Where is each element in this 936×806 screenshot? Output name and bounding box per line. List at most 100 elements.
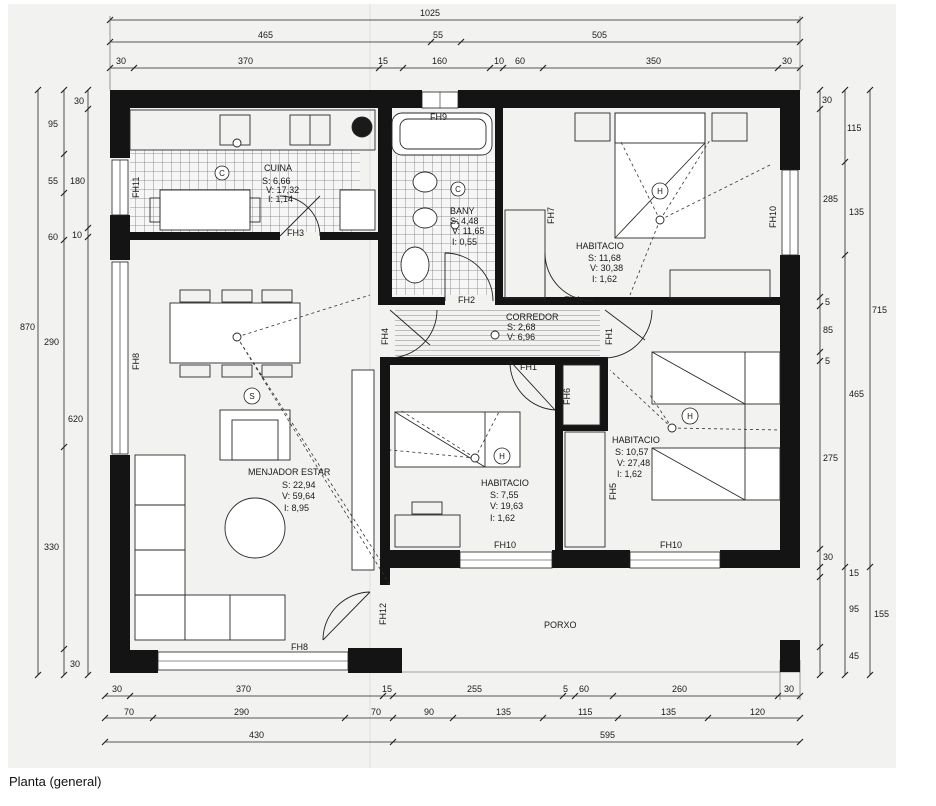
room-tag-menjador: S [249,392,254,401]
dim-bottom: 30 [784,684,794,694]
opening-label: FH9 [430,112,447,122]
dim-right: 465 [849,389,864,399]
dim-right-outer: 715 [872,305,887,315]
opening-label: FH8 [131,353,141,370]
room-volume-menjador: V: 59,64 [282,491,315,501]
kitchen-counter-top [129,109,376,151]
dimension-labels-left: 870 95 55 60 290 330 30 30 180 10 620 [20,96,85,669]
dim-bottom: 135 [661,707,676,717]
light-point [490,330,500,340]
wall-bed-bottom-mid [552,550,630,568]
dim-right: 5 [825,356,830,366]
bed-bedroom2-b [651,447,781,501]
opening-label: FH1 [520,362,537,372]
nightstand [711,112,748,142]
dim-bottom: 70 [124,707,134,717]
closet [562,364,601,426]
floor-plan: 1025 465 55 505 30 370 15 160 10 60 350 … [8,4,896,768]
dim-right: 30 [822,95,832,105]
room-light-hab3: I: 1,62 [490,513,515,523]
coffee-table [224,497,286,559]
armchair [219,409,291,461]
dim-left: 30 [70,659,80,669]
wall-bottom-mid [348,648,402,673]
toilet [412,207,438,229]
wall-bed3-top [380,357,600,365]
room-tag-bany: C [455,185,461,194]
light-point [667,423,677,433]
figure-caption: Planta (general) [9,774,102,789]
wall-bottom-right [720,550,800,568]
door-corridor-living [389,309,438,359]
dim-bottom: 5 [563,684,568,694]
wall-living-divider [380,365,390,585]
dim-right: 155 [874,609,889,619]
dim-bottom: 115 [578,707,592,717]
wall-bath-bottom [390,297,445,305]
dim-top: 15 [378,56,388,66]
wall-closet [600,357,608,427]
door-bedroom3 [509,360,556,411]
opening-label: FH4 [380,328,390,345]
light-point [232,332,242,342]
wall-kitchen-bottom [110,232,280,240]
wall-bottom-left [110,650,158,673]
light-points [232,138,677,463]
dimension-lines [37,19,871,743]
room-area-corredor: S: 2,68 [507,322,536,332]
room-tag-hab1: H [657,187,663,196]
room-name-hab1: HABITACIO [576,241,624,251]
dim-bottom: 60 [579,684,589,694]
room-volume-hab1: V: 30,38 [590,263,623,273]
room-area-hab1: S: 11,68 [588,253,621,263]
room-name-cuina: CUINA [264,163,292,173]
electrical-lines [236,139,781,586]
dim-right: 45 [849,651,859,661]
desk-bedroom1 [669,269,771,299]
room-name-porxo: PORXO [544,620,577,630]
dim-top: 370 [238,56,253,66]
dim-bottom: 30 [112,684,122,694]
dim-right: 275 [823,453,838,463]
dim-bottom: 90 [424,707,434,717]
wall-closet-bottom [555,425,608,431]
dim-right: 285 [823,194,838,204]
dim-right: 135 [849,207,864,217]
room-name-menjador: MENJADOR ESTAR [248,467,331,477]
dim-bottom: 290 [234,707,249,717]
light-point [655,215,665,225]
kitchen-stove [351,116,373,138]
room-area-hab3: S: 7,55 [490,490,519,500]
room-volume-corredor: V: 6,96 [507,332,535,342]
dim-right: 5 [825,297,830,307]
dim-left: 180 [70,176,85,186]
wall-bed3-right [555,365,563,555]
dimension-extension-lines [109,16,801,700]
room-volume-hab2: V: 27,48 [617,458,650,468]
room-labels: CUINA S: 6,66 V: 17,32 I: 1,14 BANY S: 4… [248,163,660,630]
dim-top: 60 [515,56,525,66]
door-bathroom [444,252,494,302]
room-volume-cuina: V: 17,32 [266,185,299,195]
dim-top-total: 1025 [420,8,440,18]
dimension-labels-right: 30 285 5 85 5 275 30 15 95 45 115 135 46… [822,95,889,661]
dim-right: 115 [847,123,861,133]
room-name-hab3: HABITACIO [481,478,529,488]
bathtub [391,112,493,156]
dim-left: 30 [74,96,84,106]
bed-bedroom2-a [651,351,781,405]
dim-top: 55 [433,30,443,40]
opening-label: FH1 [564,295,581,305]
room-light-hab2: I: 1,62 [617,469,642,479]
opening-label: FH12 [378,603,388,625]
light-point [232,138,242,148]
dim-bottom: 430 [249,730,264,740]
opening-label: FH2 [458,295,475,305]
room-name-hab2: HABITACIO [612,435,660,445]
wardrobe-bedroom1 [504,209,546,299]
dim-bottom: 255 [467,684,482,694]
dim-left: 55 [48,176,58,186]
dim-left: 10 [72,230,82,240]
room-light-menjador: I: 8,95 [284,503,309,513]
dim-right: 95 [849,604,859,614]
